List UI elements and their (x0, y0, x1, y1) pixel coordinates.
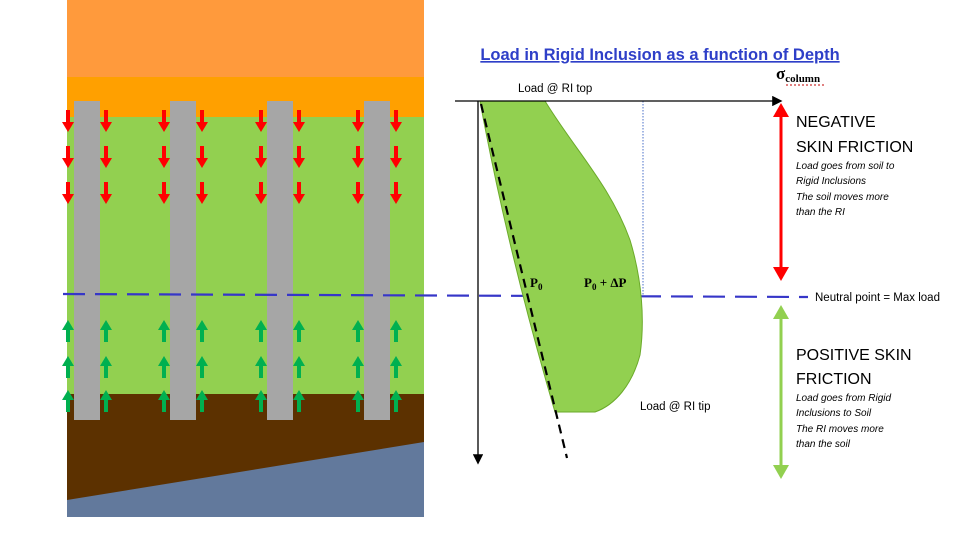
load-top-label: Load @ RI top (518, 83, 592, 95)
negative-heading: NEGATIVE (796, 114, 876, 131)
positive-friction-arrow-mark (196, 356, 208, 378)
negative-friction-arrow (773, 103, 789, 281)
rigid-inclusion (74, 101, 100, 420)
p0-delta-p-label: P0 + ΔP (584, 275, 627, 292)
positive-friction-arrow-mark (352, 390, 364, 412)
negative-friction-arrow-mark (62, 182, 74, 204)
negative-friction-arrow-mark (352, 110, 364, 132)
positive-friction-arrow-mark (293, 320, 305, 342)
positive-friction-arrow-mark (390, 356, 402, 378)
negative-friction-arrow-mark (158, 146, 170, 168)
negative-description: Load goes from soil to (796, 161, 895, 172)
sigma-column-label: σcolumn (776, 64, 820, 85)
negative-description: Rigid Inclusions (796, 176, 866, 187)
positive-description: Load goes from Rigid (796, 393, 891, 404)
negative-friction-arrow-mark (390, 146, 402, 168)
positive-friction-arrow-mark (293, 356, 305, 378)
negative-friction-arrow-mark (196, 110, 208, 132)
negative-friction-arrow-mark (255, 182, 267, 204)
p0-label: P0 (530, 275, 543, 292)
negative-friction-arrow-mark (255, 146, 267, 168)
negative-friction-arrow-mark (196, 146, 208, 168)
positive-friction-arrow-mark (255, 356, 267, 378)
negative-friction-arrow-mark (158, 110, 170, 132)
negative-friction-arrow-mark (293, 110, 305, 132)
negative-heading: SKIN FRICTION (796, 139, 913, 156)
load-envelope (479, 100, 643, 413)
positive-skin-friction-block: POSITIVE SKIN FRICTION Load goes from Ri… (796, 347, 912, 450)
neutral-point-line (62, 292, 809, 299)
positive-friction-arrow-mark (390, 320, 402, 342)
bedrock-layer (67, 442, 424, 517)
positive-description: than the soil (796, 439, 851, 450)
positive-friction-arrow-mark (158, 356, 170, 378)
negative-friction-arrow-mark (352, 146, 364, 168)
positive-friction-arrow-mark (352, 356, 364, 378)
positive-friction-arrow-mark (62, 320, 74, 342)
positive-friction-arrow (773, 305, 789, 479)
negative-friction-arrow-mark (293, 146, 305, 168)
negative-friction-arrow-mark (100, 146, 112, 168)
p0-line (479, 103, 569, 459)
diagram-title: Load in Rigid Inclusion as a function of… (480, 46, 839, 64)
positive-friction-arrow-mark (390, 390, 402, 412)
negative-skin-friction-block: NEGATIVE SKIN FRICTION Load goes from so… (796, 114, 913, 218)
rigid-inclusions (74, 101, 390, 420)
positive-friction-arrow-mark (196, 390, 208, 412)
negative-friction-arrow-mark (390, 182, 402, 204)
top-layer (67, 0, 424, 77)
negative-friction-arrow-mark (352, 182, 364, 204)
negative-friction-arrow-mark (62, 146, 74, 168)
positive-friction-arrow-mark (255, 320, 267, 342)
rigid-inclusion (170, 101, 196, 420)
positive-friction-arrow-mark (255, 390, 267, 412)
positive-heading: POSITIVE SKIN (796, 347, 912, 364)
skin-friction-arrows (62, 110, 402, 412)
negative-description: than the RI (796, 207, 845, 218)
positive-friction-arrow-mark (100, 390, 112, 412)
negative-friction-arrow-mark (158, 182, 170, 204)
negative-friction-arrow-mark (100, 182, 112, 204)
positive-friction-arrow-mark (62, 356, 74, 378)
rigid-inclusion (364, 101, 390, 420)
negative-friction-arrow-mark (293, 182, 305, 204)
positive-friction-arrow-mark (100, 320, 112, 342)
negative-friction-arrow-mark (255, 110, 267, 132)
load-tip-label: Load @ RI tip (640, 401, 711, 413)
negative-friction-arrow-mark (390, 110, 402, 132)
positive-friction-arrow-mark (196, 320, 208, 342)
negative-friction-arrow-mark (100, 110, 112, 132)
positive-friction-arrow-mark (293, 390, 305, 412)
positive-friction-arrow-mark (158, 320, 170, 342)
positive-description: Inclusions to Soil (796, 408, 872, 419)
positive-heading: FRICTION (796, 371, 872, 388)
positive-friction-arrow-mark (62, 390, 74, 412)
negative-description: The soil moves more (796, 192, 889, 203)
positive-friction-arrow-mark (158, 390, 170, 412)
positive-friction-arrow-mark (100, 356, 112, 378)
neutral-point-label: Neutral point = Max load (815, 292, 940, 304)
negative-friction-arrow-mark (62, 110, 74, 132)
positive-friction-arrow-mark (352, 320, 364, 342)
negative-friction-arrow-mark (196, 182, 208, 204)
positive-description: The RI moves more (796, 424, 884, 435)
rigid-inclusion (267, 101, 293, 420)
